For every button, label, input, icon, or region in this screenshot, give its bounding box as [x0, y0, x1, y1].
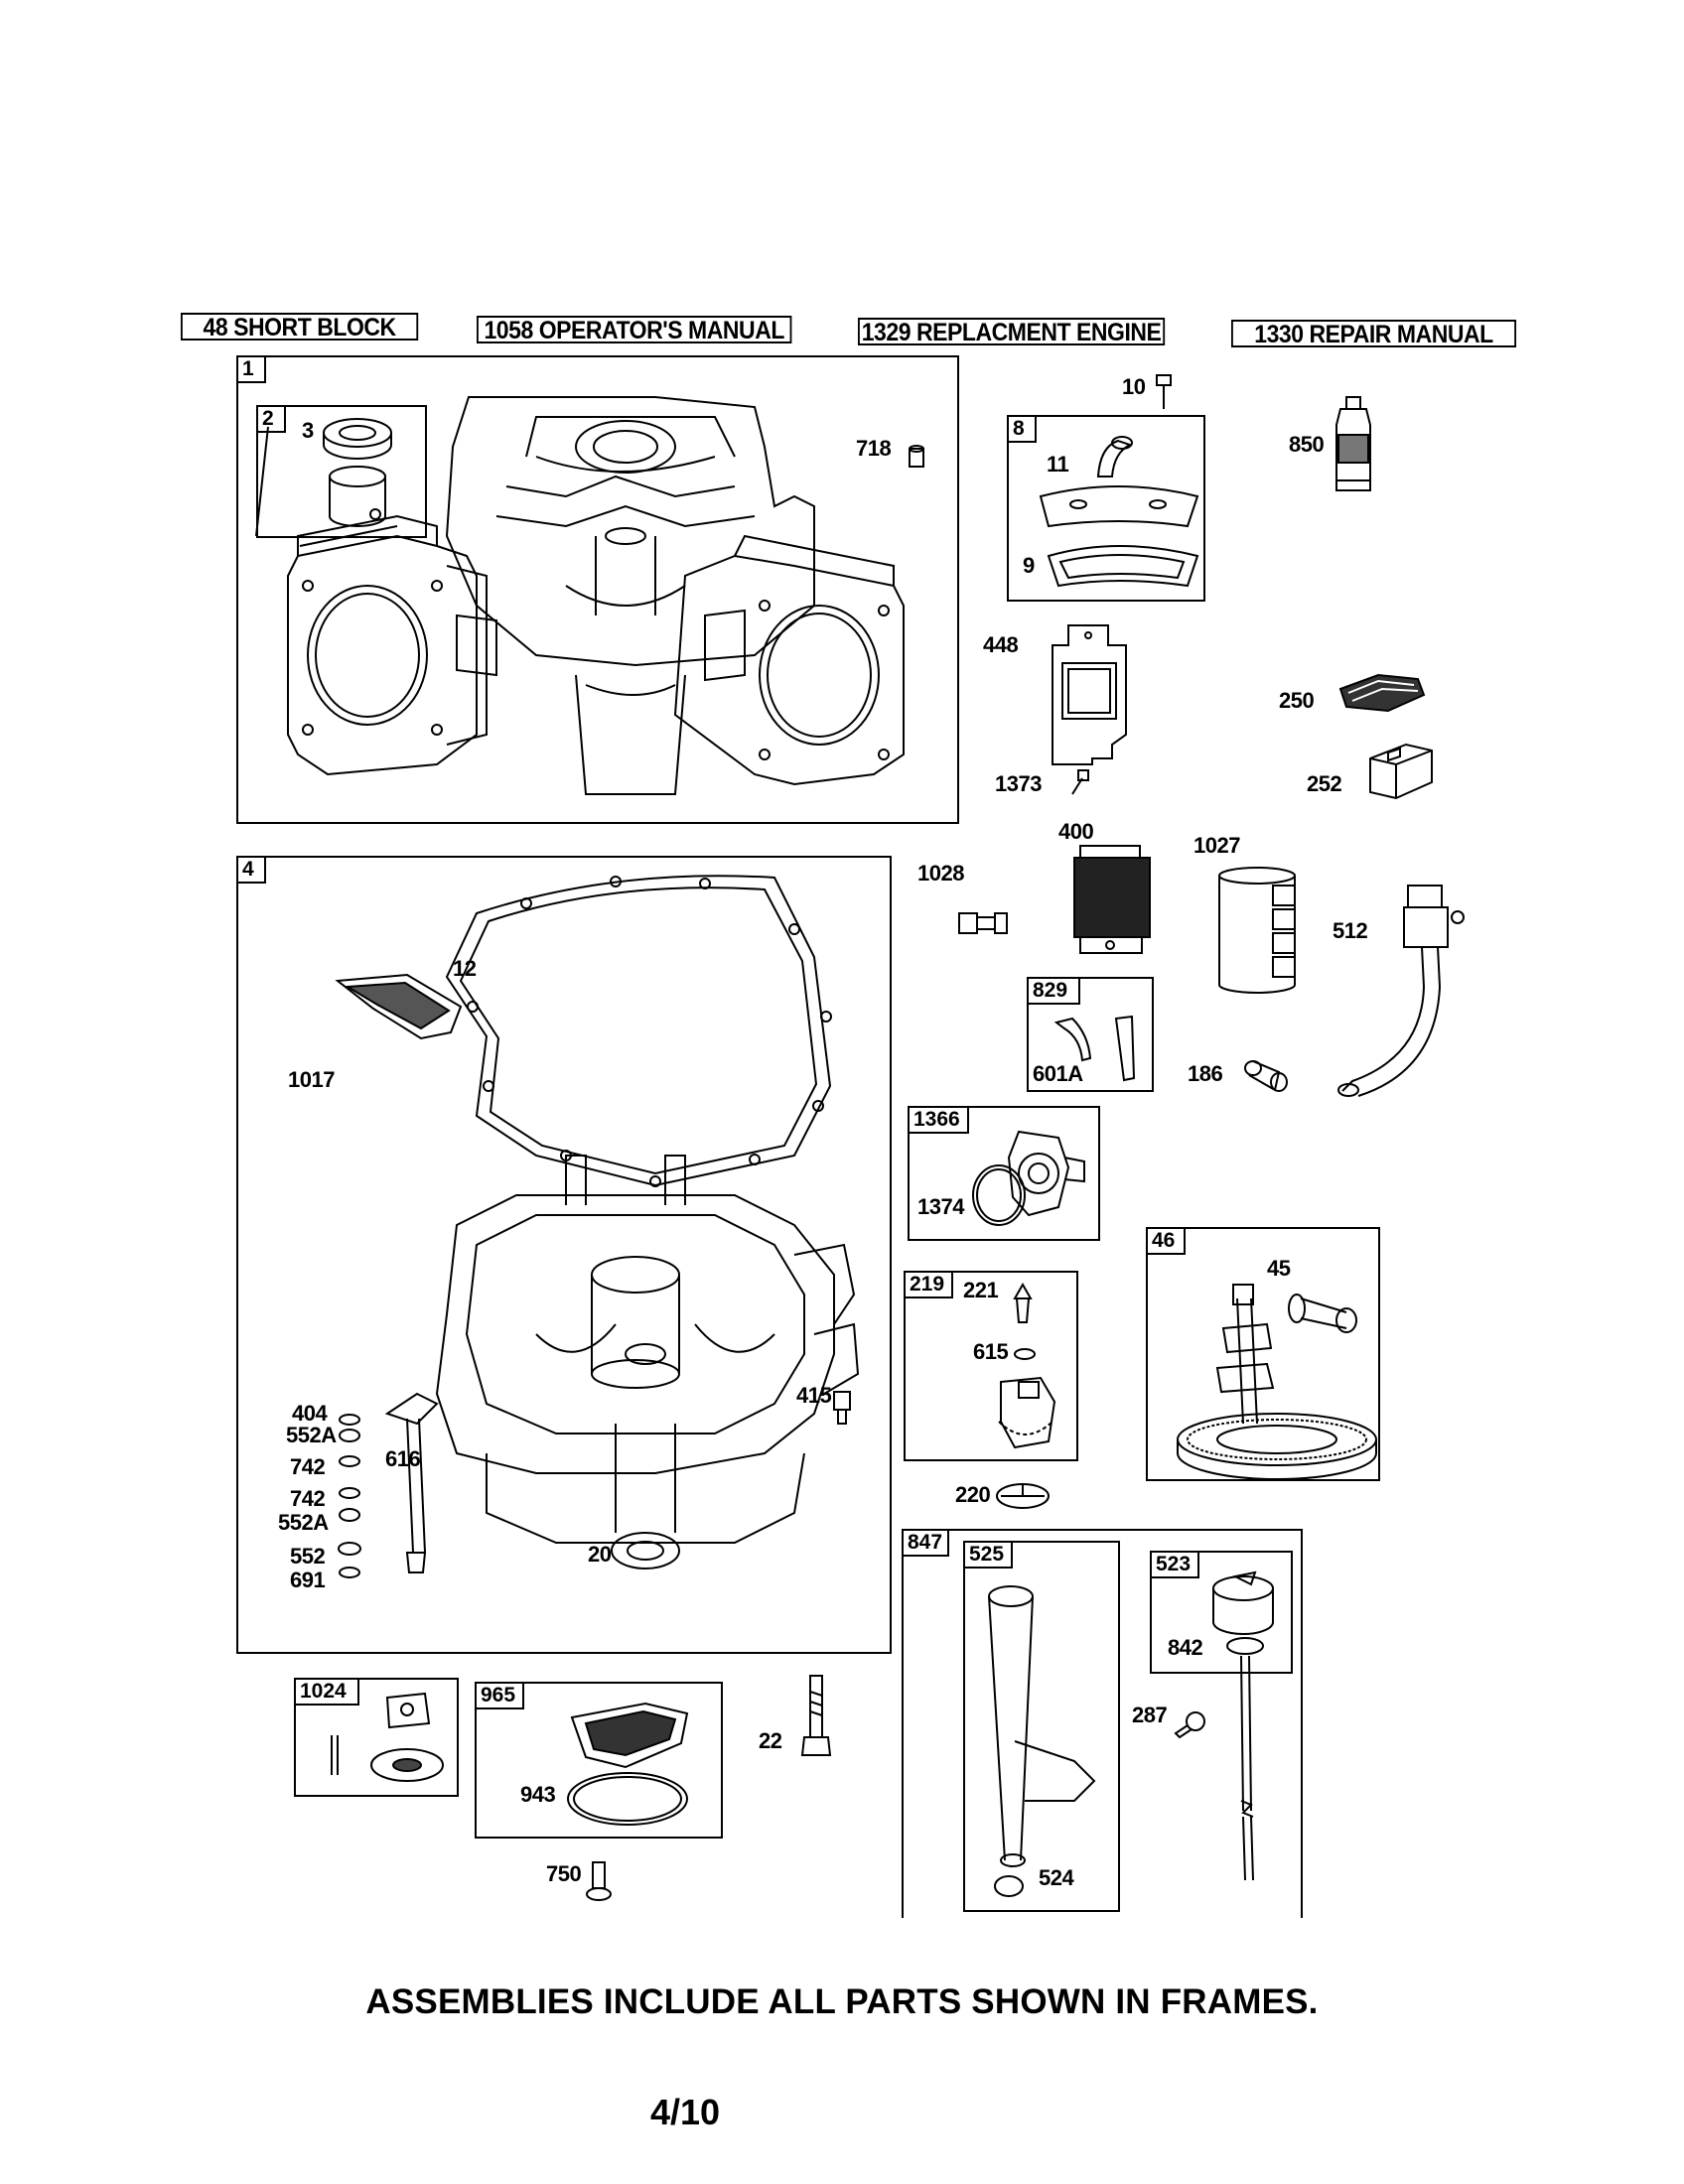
header-box-replacement-engine: 1329 REPLACMENT ENGINE	[858, 318, 1166, 345]
part-label-552: 552	[290, 1544, 326, 1569]
frame-tag-965: 965	[475, 1682, 524, 1709]
part-label-220: 220	[955, 1482, 991, 1507]
frame-tag-46: 46	[1146, 1227, 1186, 1255]
part-label-10: 10	[1122, 374, 1146, 399]
part-label-615: 615	[973, 1339, 1009, 1364]
frame-tag-8: 8	[1007, 415, 1037, 443]
frame-46-camshaft	[1146, 1227, 1380, 1481]
part-label-221: 221	[963, 1278, 999, 1302]
frame-8-breather	[1007, 415, 1205, 602]
governor-illustration	[906, 1273, 1076, 1459]
cylinder-block-illustration	[238, 357, 957, 822]
breather-illustration	[1009, 417, 1203, 600]
bolt-22-illustration	[796, 1672, 836, 1771]
part-label-11: 11	[1047, 452, 1069, 477]
part-label-448: 448	[983, 632, 1019, 657]
screw-750-illustration	[584, 1858, 614, 1904]
bolt-10-illustration	[1154, 373, 1174, 413]
frame-525-tube	[963, 1541, 1120, 1912]
part-label-850: 850	[1289, 432, 1325, 457]
frame-tag-829: 829	[1027, 977, 1080, 1005]
header-box-repair-manual: 1330 REPAIR MANUAL	[1231, 320, 1517, 347]
oil-pump-illustration	[296, 1680, 457, 1795]
part-label-250: 250	[1279, 688, 1315, 713]
frame-tag-525: 525	[963, 1541, 1013, 1569]
drain-hose-512-illustration	[1313, 878, 1462, 1096]
screw-287-illustration	[1170, 1706, 1209, 1745]
part-label-1373: 1373	[995, 771, 1042, 796]
camshaft-illustration	[1148, 1229, 1378, 1479]
part-label-616: 616	[385, 1446, 421, 1471]
filter-element-250-illustration	[1338, 659, 1428, 729]
part-label-943: 943	[520, 1782, 556, 1807]
frame-219-governor	[904, 1271, 1078, 1461]
frame-tag-2: 2	[256, 405, 286, 433]
part-label-750: 750	[546, 1861, 582, 1886]
frame-tag-1024: 1024	[294, 1678, 359, 1706]
frame-847-dipstick-tube	[902, 1529, 1303, 1918]
oil-filter-1027-illustration	[1213, 866, 1303, 995]
frame-1-cylinder-block	[236, 355, 959, 824]
frame-tag-847: 847	[902, 1529, 949, 1557]
part-label-404: 404	[292, 1401, 328, 1426]
part-label-415: 415	[796, 1383, 832, 1408]
oil-cooler-400-illustration	[1066, 842, 1160, 957]
frame-523-dipstick	[1150, 1551, 1293, 1674]
washer-220-illustration	[993, 1481, 1052, 1511]
sealant-tube-850-illustration	[1331, 395, 1378, 498]
part-label-252: 252	[1307, 771, 1342, 796]
adapter-1366-illustration	[910, 1108, 1098, 1239]
part-label-742-upper: 742	[290, 1454, 326, 1479]
part-label-1374: 1374	[917, 1194, 964, 1219]
clips-illustration	[1029, 979, 1152, 1090]
part-label-9: 9	[1023, 553, 1035, 578]
part-label-691: 691	[290, 1568, 326, 1592]
part-label-718: 718	[856, 436, 892, 461]
part-label-512: 512	[1333, 918, 1368, 943]
part-label-552A-lower: 552A	[278, 1510, 329, 1535]
frame-1366-adapter	[908, 1106, 1100, 1241]
part-label-524: 524	[1039, 1865, 1074, 1890]
part-label-1017: 1017	[288, 1067, 335, 1092]
part-label-20: 20	[588, 1542, 612, 1567]
part-label-1028: 1028	[917, 861, 964, 886]
frame-tag-1: 1	[236, 355, 266, 383]
part-label-186: 186	[1188, 1061, 1223, 1086]
page-number: 4/10	[649, 2092, 721, 2132]
frame-tag-523: 523	[1150, 1551, 1199, 1578]
part-label-400: 400	[1058, 819, 1094, 844]
frame-1024-oil-pump	[294, 1678, 459, 1797]
header-box-short-block: 48 SHORT BLOCK	[181, 313, 419, 341]
part-label-12: 12	[453, 956, 477, 981]
part-label-287: 287	[1132, 1703, 1168, 1727]
assemblies-footnote: ASSEMBLIES INCLUDE ALL PARTS SHOWN IN FR…	[365, 1982, 1319, 2021]
part-label-742-lower: 742	[290, 1486, 326, 1511]
part-label-22: 22	[759, 1728, 782, 1753]
part-label-1027: 1027	[1193, 833, 1240, 858]
dipstick-tube-illustration	[965, 1543, 1118, 1910]
fitting-1028-illustration	[955, 905, 1011, 941]
plate-448-illustration	[1043, 615, 1132, 804]
part-label-552A-upper: 552A	[286, 1423, 337, 1447]
frame-tag-1366: 1366	[908, 1106, 969, 1134]
part-label-842: 842	[1168, 1635, 1203, 1660]
crankcase-cover-illustration	[238, 858, 890, 1652]
header-box-operators-manual: 1058 OPERATOR'S MANUAL	[477, 316, 792, 343]
part-label-3: 3	[302, 418, 314, 443]
frame-965-pump-cover	[475, 1682, 723, 1839]
part-label-601A: 601A	[1033, 1061, 1083, 1086]
adapter-186-illustration	[1241, 1056, 1291, 1096]
frame-tag-4: 4	[236, 856, 266, 884]
frame-829-clips	[1027, 977, 1154, 1092]
frame-tag-219: 219	[904, 1271, 953, 1298]
frame-4-crankcase-cover	[236, 856, 892, 1654]
foam-252-illustration	[1366, 735, 1436, 804]
pump-cover-illustration	[477, 1684, 721, 1837]
dipstick-illustration	[1152, 1553, 1291, 1910]
part-label-45: 45	[1267, 1256, 1291, 1281]
